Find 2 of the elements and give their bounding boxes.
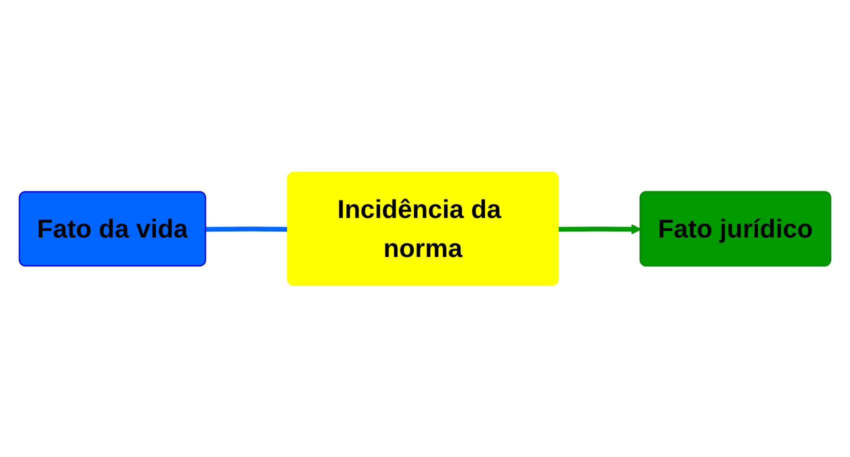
arrow [558, 224, 642, 234]
connector [206, 226, 288, 232]
